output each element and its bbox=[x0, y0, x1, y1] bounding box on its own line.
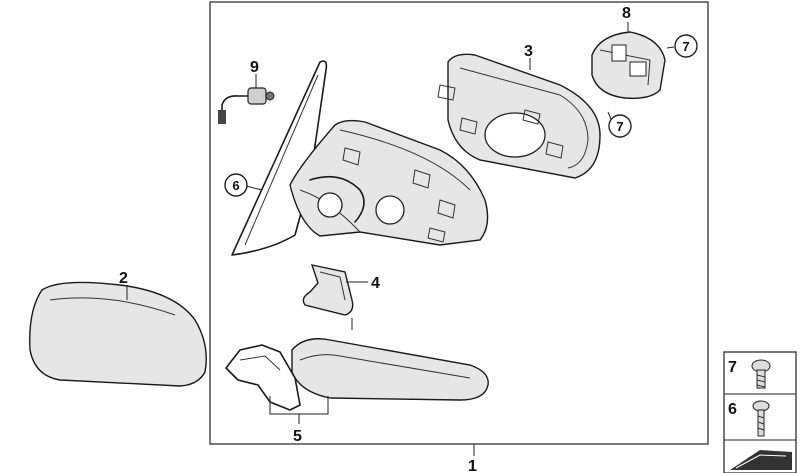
callout-7a-circle: 7 bbox=[674, 34, 698, 58]
part-mirror-motor bbox=[591, 31, 666, 100]
part-turn-signal bbox=[291, 338, 489, 401]
leader-7a bbox=[666, 46, 675, 49]
callout-1: 1 bbox=[468, 458, 477, 473]
tool-icon bbox=[730, 450, 792, 470]
legend-label-7: 7 bbox=[728, 359, 737, 376]
part-mirror-housing bbox=[289, 119, 489, 246]
assembly-frame bbox=[209, 1, 709, 445]
screw-7-icon bbox=[751, 359, 771, 389]
callout-7a: 7 bbox=[682, 39, 689, 54]
callout-8: 8 bbox=[622, 5, 631, 22]
callout-4: 4 bbox=[371, 275, 380, 292]
leader-6 bbox=[245, 185, 263, 191]
callout-9: 9 bbox=[250, 59, 259, 76]
callout-6-circle: 6 bbox=[224, 173, 248, 197]
part-wire-sensor bbox=[218, 87, 275, 124]
callout-3: 3 bbox=[524, 43, 533, 60]
fastener-legend: 7 6 bbox=[723, 351, 797, 473]
screw-6-icon bbox=[752, 400, 770, 437]
callout-6: 6 bbox=[232, 178, 239, 193]
part-bracket bbox=[302, 264, 354, 316]
callout-2: 2 bbox=[119, 270, 128, 287]
callout-7b-circle: 7 bbox=[608, 114, 632, 138]
callout-5: 5 bbox=[293, 428, 302, 445]
part-holder bbox=[225, 344, 301, 411]
legend-label-6: 6 bbox=[728, 401, 737, 418]
part-mirror-glass bbox=[437, 53, 601, 179]
part-mirror-cap bbox=[29, 281, 207, 387]
callout-7b: 7 bbox=[616, 119, 623, 134]
